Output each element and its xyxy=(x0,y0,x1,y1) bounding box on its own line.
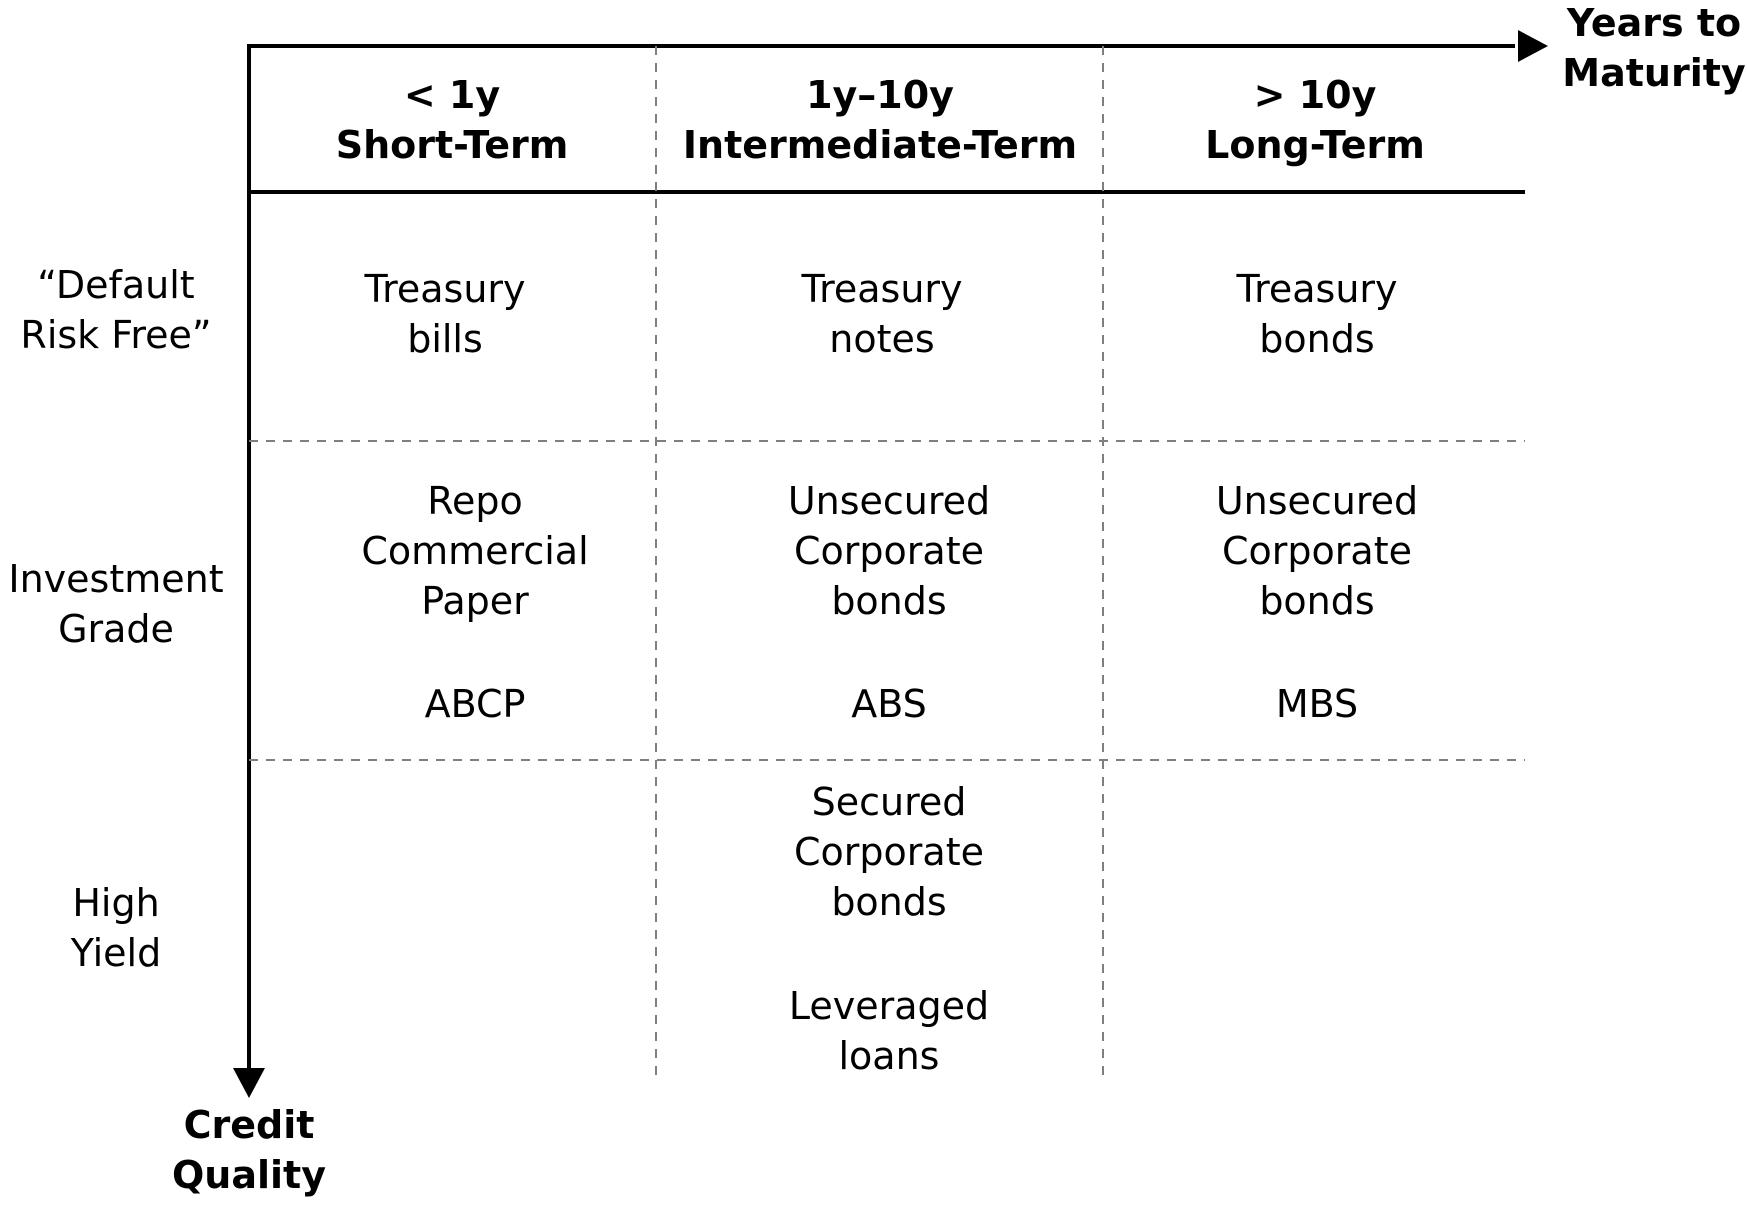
cell-treasury-bills: Treasury bills xyxy=(364,267,526,361)
column-header-intermediate-term: 1y–10y Intermediate-Term xyxy=(682,73,1078,167)
row-label-default-risk-free: “Default Risk Free” xyxy=(20,263,212,357)
cell-mbs: MBS xyxy=(1275,682,1359,726)
cell-treasury-bonds: Treasury bonds xyxy=(1236,267,1398,361)
row-label-investment-grade: Investment Grade xyxy=(8,557,224,651)
cell-unsecured-corporate-bonds-long: Unsecured Corporate bonds xyxy=(1215,479,1419,623)
cell-repo-commercial-paper: Repo Commercial Paper xyxy=(361,479,589,623)
x-axis-arrowhead xyxy=(1518,30,1548,62)
x-axis-label: Years to Maturity xyxy=(1562,1,1746,95)
column-header-short-term: < 1y Short-Term xyxy=(335,73,569,167)
cell-leveraged-loans: Leveraged loans xyxy=(788,984,990,1078)
y-axis-arrowhead xyxy=(233,1068,265,1098)
column-header-long-term: > 10y Long-Term xyxy=(1205,73,1425,167)
row-label-high-yield: High Yield xyxy=(70,881,162,975)
cell-abcp: ABCP xyxy=(424,682,526,726)
y-axis-label: Credit Quality xyxy=(172,1103,326,1197)
cell-abs: ABS xyxy=(851,682,927,726)
cell-treasury-notes: Treasury notes xyxy=(801,267,963,361)
cell-unsecured-corporate-bonds-intermediate: Unsecured Corporate bonds xyxy=(787,479,991,623)
cell-secured-corporate-bonds: Secured Corporate bonds xyxy=(794,780,984,924)
